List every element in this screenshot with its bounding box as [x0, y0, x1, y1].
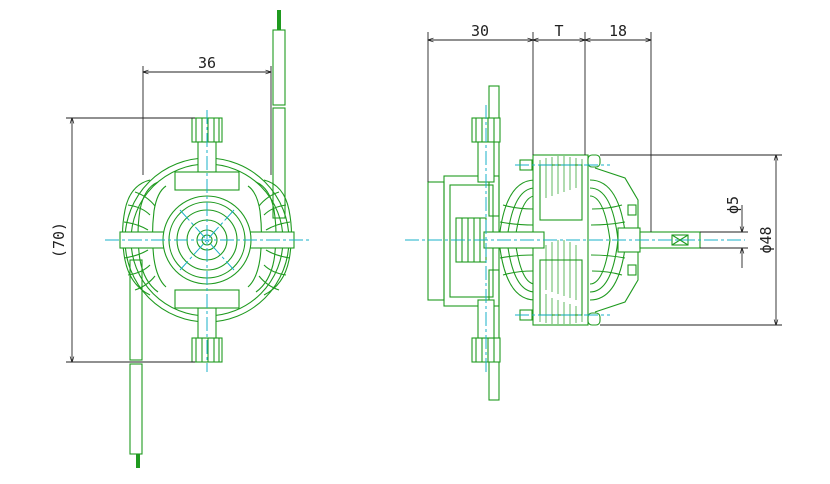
dim-t-label: T — [554, 22, 563, 40]
side-screw-top-right — [587, 154, 601, 168]
side-screw-bottom-right — [587, 312, 601, 326]
front-lead-wires — [129, 10, 286, 468]
dim-18-label: 18 — [609, 22, 627, 40]
side-dimension-body-dia: ϕ48 — [600, 155, 782, 325]
dim-30-label: 30 — [471, 22, 489, 40]
side-dimension-top: 30 T 18 — [428, 22, 651, 232]
side-dimension-shaft-dia: ϕ5 — [700, 196, 748, 268]
front-view: 36 (70) — [50, 10, 310, 468]
dim-body-dia-label: ϕ48 — [757, 226, 775, 253]
dim-70-label: (70) — [50, 222, 68, 258]
dim-shaft-dia-label: ϕ5 — [724, 196, 742, 214]
side-view: 30 T 18 ϕ5 ϕ48 — [405, 22, 782, 401]
front-dimension-width: 36 — [143, 54, 271, 175]
side-end-cap — [427, 181, 445, 301]
front-dimension-height: (70) — [50, 118, 195, 362]
dim-36-label: 36 — [198, 54, 216, 72]
